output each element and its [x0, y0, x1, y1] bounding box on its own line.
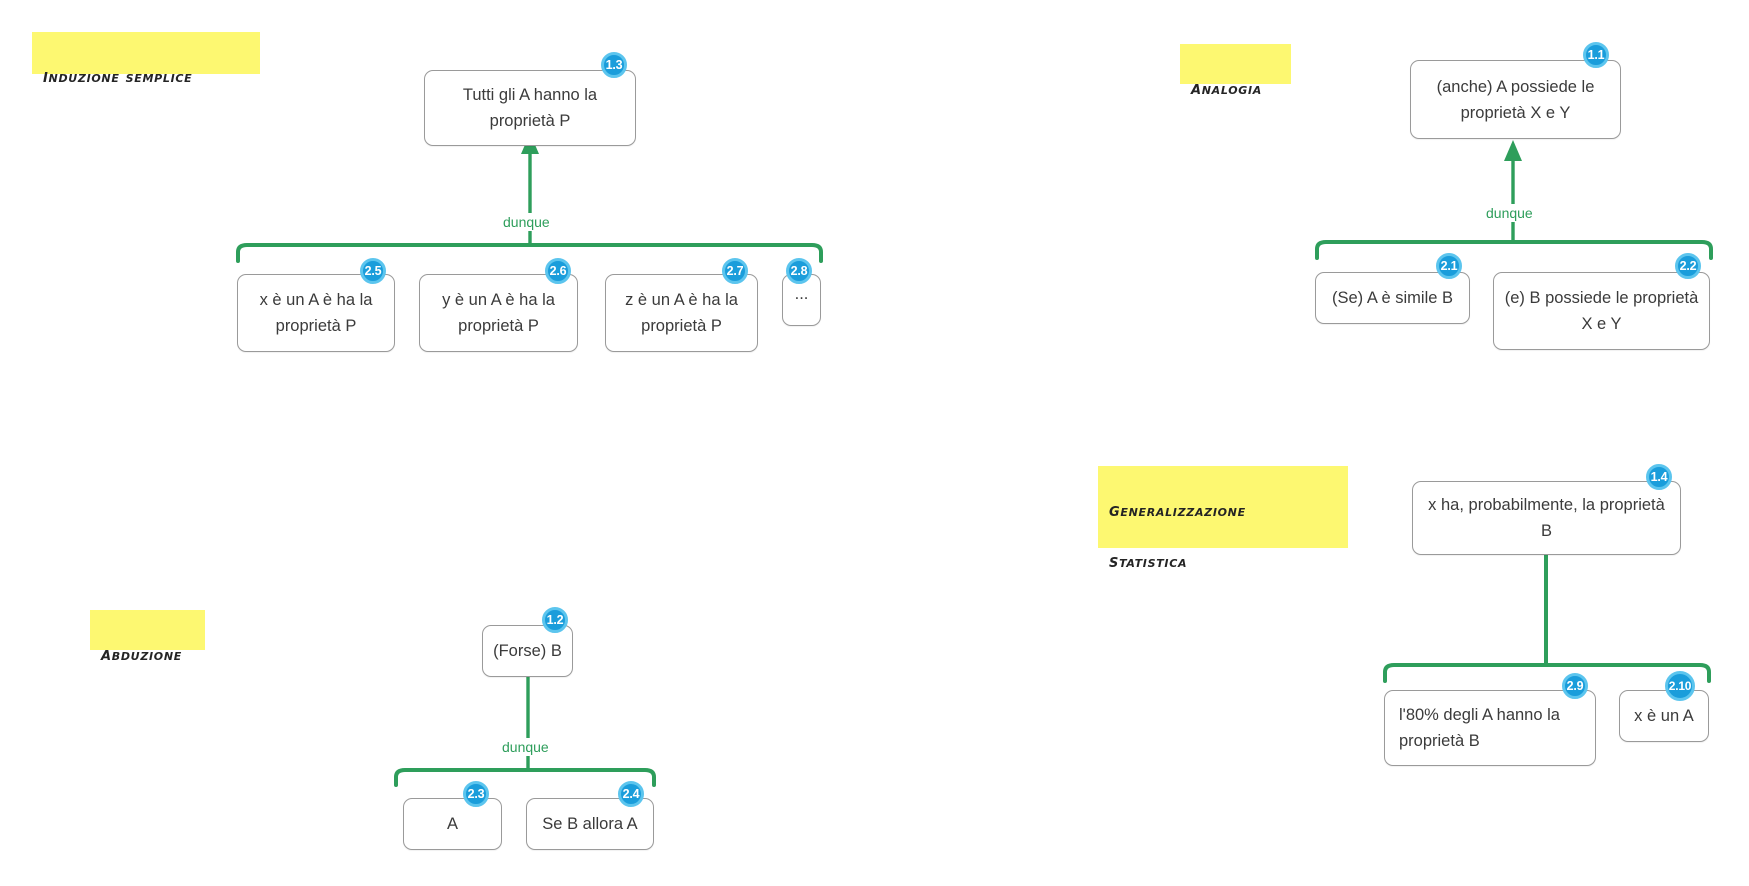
node-2-7[interactable]: z è un A è ha la proprietà P — [605, 274, 758, 352]
node-2-10[interactable]: x è un A — [1619, 690, 1709, 742]
badge-2-9[interactable]: 2.9 — [1562, 673, 1588, 699]
badge-2-6[interactable]: 2.6 — [545, 258, 571, 284]
node-2-5[interactable]: x è un A è ha la proprietà P — [237, 274, 395, 352]
bracket-abduzione — [394, 768, 656, 787]
section-title-analogia: Analogia — [1180, 44, 1291, 99]
badge-1-3[interactable]: 1.3 — [601, 52, 627, 78]
connector-label-abduzione: dunque — [496, 738, 555, 756]
badge-2-10[interactable]: 2.10 — [1665, 671, 1695, 701]
node-2-6-text: y è un A è ha la proprietà P — [442, 291, 555, 335]
bracket-analogia — [1315, 240, 1713, 260]
arrowhead-analogia — [1504, 140, 1522, 161]
node-1-4-text: x ha, probabilmente, la proprietà B — [1428, 496, 1665, 540]
badge-2-2[interactable]: 2.2 — [1675, 253, 1701, 279]
node-2-9-text: l'80% degli A hanno la proprietà B — [1399, 706, 1560, 750]
node-2-1[interactable]: (Se) A è simile B — [1315, 272, 1470, 324]
node-2-3[interactable]: A — [403, 798, 502, 850]
node-2-10-text: x è un A — [1634, 707, 1694, 725]
section-title-generalizzazione-line1: Generalizzazione — [1109, 499, 1246, 521]
node-1-2-text: (Forse) B — [493, 642, 562, 660]
node-1-3[interactable]: Tutti gli A hanno la proprietà P — [424, 70, 636, 146]
node-2-4-text: Se B allora A — [542, 815, 638, 833]
node-1-1[interactable]: (anche) A possiede le proprietà X e Y — [1410, 60, 1621, 139]
section-title-induzione: Induzione semplice — [32, 32, 260, 87]
badge-1-2[interactable]: 1.2 — [542, 607, 568, 633]
node-2-8-text: ... — [794, 285, 809, 303]
node-2-2-text: (e) B possiede le proprietà X e Y — [1504, 289, 1699, 333]
node-1-4[interactable]: x ha, probabilmente, la proprietà B — [1412, 481, 1681, 555]
section-title-abduzione-line1: Abduzione — [101, 643, 182, 665]
node-1-2[interactable]: (Forse) B — [482, 625, 573, 677]
node-2-9[interactable]: l'80% degli A hanno la proprietà B — [1384, 690, 1596, 766]
badge-2-8[interactable]: 2.8 — [786, 258, 812, 284]
bracket-generalizzazione — [1383, 663, 1711, 683]
node-2-7-text: z è un A è ha la proprietà P — [625, 291, 738, 335]
node-2-2[interactable]: (e) B possiede le proprietà X e Y — [1493, 272, 1710, 350]
badge-2-5[interactable]: 2.5 — [360, 258, 386, 284]
node-2-3-text: A — [446, 815, 458, 833]
badge-2-7[interactable]: 2.7 — [722, 258, 748, 284]
node-1-1-text: (anche) A possiede le proprietà X e Y — [1436, 77, 1595, 122]
badge-2-1[interactable]: 2.1 — [1436, 253, 1462, 279]
connector-label-analogia: dunque — [1480, 204, 1539, 222]
section-title-generalizzazione: Generalizzazione statistica — [1098, 466, 1348, 572]
node-2-5-text: x è un A è ha la proprietà P — [259, 291, 373, 335]
connector-label-induzione: dunque — [497, 213, 556, 231]
node-2-1-text: (Se) A è simile B — [1331, 289, 1454, 307]
badge-1-4[interactable]: 1.4 — [1646, 464, 1672, 490]
section-title-abduzione: Abduzione — [90, 610, 205, 665]
section-title-induzione-line1: Induzione semplice — [43, 65, 193, 87]
section-title-generalizzazione-line2: statistica — [1109, 550, 1188, 572]
badge-2-3[interactable]: 2.3 — [463, 781, 489, 807]
node-2-6[interactable]: y è un A è ha la proprietà P — [419, 274, 578, 352]
badge-2-4[interactable]: 2.4 — [618, 781, 644, 807]
section-title-analogia-line1: Analogia — [1191, 77, 1262, 99]
badge-1-1[interactable]: 1.1 — [1583, 42, 1609, 68]
node-1-3-text: Tutti gli A hanno la proprietà P — [462, 86, 598, 130]
